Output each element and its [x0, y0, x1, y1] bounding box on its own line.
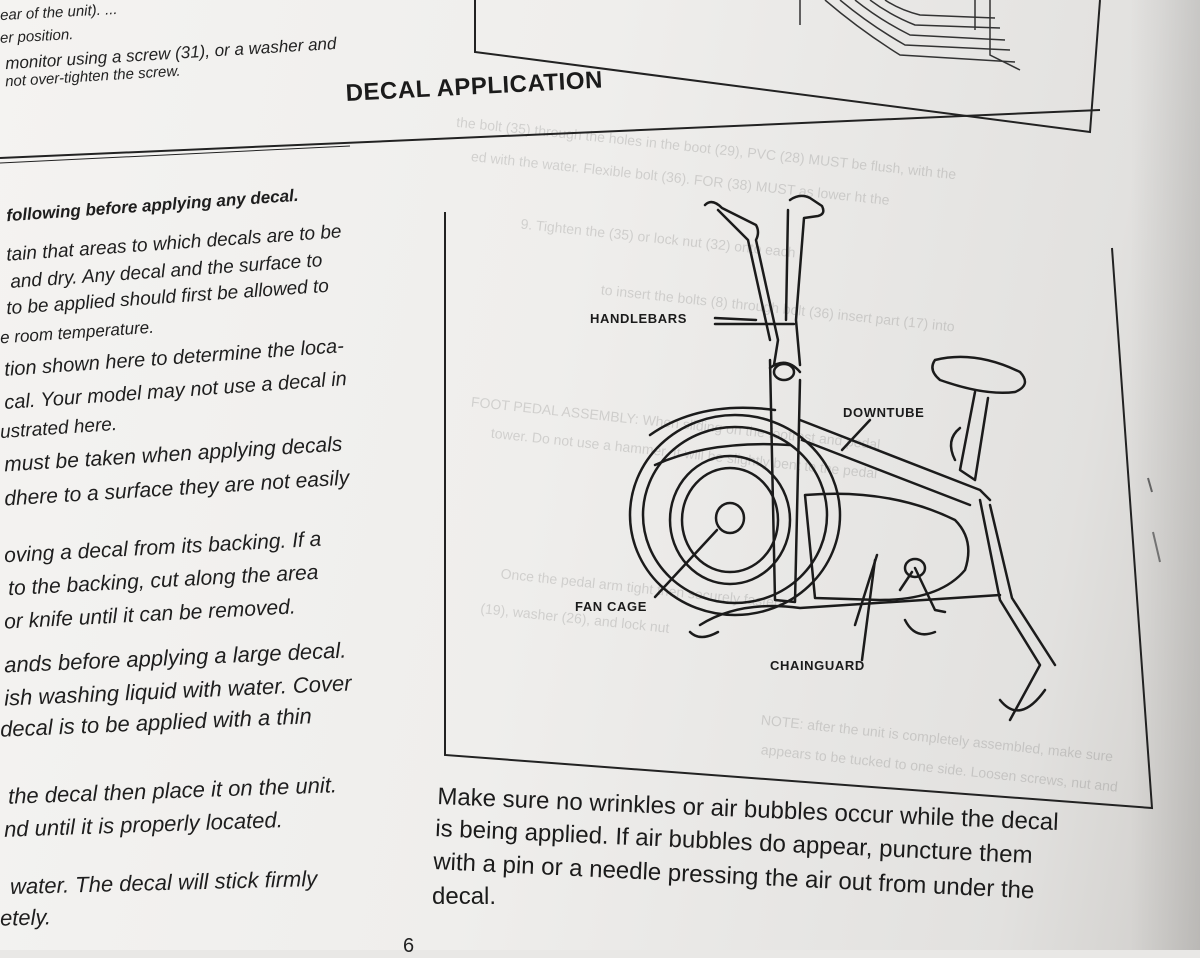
- page-number: 6: [403, 935, 415, 957]
- label-fan-cage: FAN CAGE: [575, 599, 647, 614]
- top-figure-fragment: [474, 0, 1101, 134]
- label-handlebars: HANDLEBARS: [590, 311, 687, 326]
- page-edge-shadow: [1130, 0, 1200, 950]
- label-downtube: DOWNTUBE: [843, 405, 925, 420]
- label-chainguard: CHAINGUARD: [770, 658, 865, 673]
- section-rule: [0, 109, 1101, 164]
- caption-line: decal.: [432, 883, 497, 910]
